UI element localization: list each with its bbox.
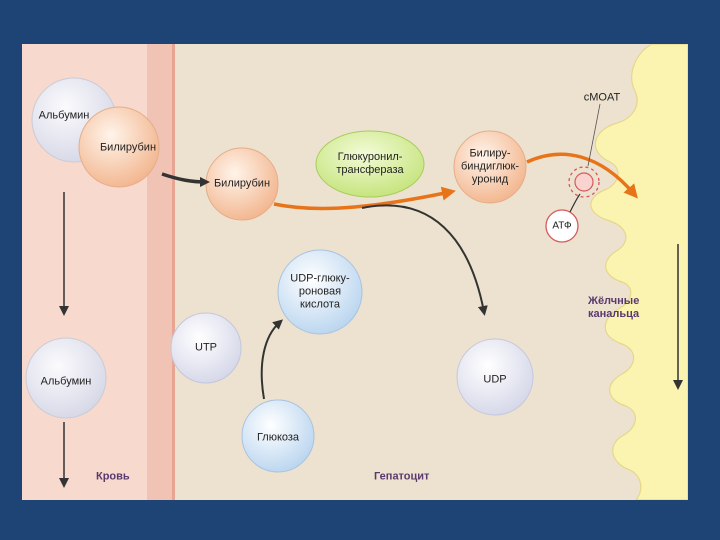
cmoat-pointer-line	[587, 103, 601, 167]
glucose-circle	[241, 399, 315, 473]
udp-release-arrow	[361, 204, 488, 316]
bile-canaliculi-label: Жёлчные канальца	[588, 295, 640, 320]
cmoat-label: cMOAT	[583, 91, 621, 104]
atp-link	[569, 193, 581, 213]
diagram-panel: Альбумин Билирубин Билирубин Глюкуронил-…	[22, 44, 688, 500]
albumin-bottom-label: Альбумин	[40, 375, 92, 388]
conjugation-arrow	[273, 186, 456, 211]
glucose-label: Глюкоза	[256, 431, 300, 444]
vessel-wall	[147, 44, 175, 500]
enzyme-label: Глюкуронил- трансфераза	[336, 151, 404, 176]
utp-label: UTP	[195, 341, 217, 354]
bile-canaliculus-region	[590, 44, 688, 500]
bilirubin-cell-label: Билирубин	[213, 177, 271, 190]
bilirubin-metabolism-diagram	[22, 44, 688, 500]
uptake-arrow	[161, 172, 210, 187]
udp-glucuronic-acid-label: UDP-глюку- роновая кислота	[290, 272, 350, 311]
udp-glucuronic-synthesis-arrow	[260, 319, 284, 400]
excretion-arrow	[526, 152, 638, 199]
bilirubin-diglucuronide-label: Билиру- биндиглюк- уронид	[461, 147, 519, 186]
atp-label: АТФ	[552, 220, 572, 232]
albumin-top-label: Альбумин	[38, 109, 90, 122]
udp-circle	[456, 338, 534, 416]
vessel-wall-edge	[172, 44, 175, 500]
bilirubin-blood-label: Билирубин	[99, 141, 157, 154]
utp-circle	[170, 312, 242, 384]
bilirubin-blood-circle	[78, 106, 160, 188]
albumin-bottom-circle	[25, 337, 107, 419]
atp-circle	[545, 209, 579, 243]
udp-glucuronic-acid-circle	[277, 249, 363, 335]
cmoat-transporter	[568, 166, 600, 198]
udp-label: UDP	[483, 373, 507, 386]
glucuronyl-transferase-ellipse	[315, 130, 425, 198]
bilirubin-diglucuronide-circle	[453, 130, 527, 204]
hepatocyte-label: Гепатоцит	[374, 470, 430, 483]
blood-label: Кровь	[96, 470, 130, 483]
